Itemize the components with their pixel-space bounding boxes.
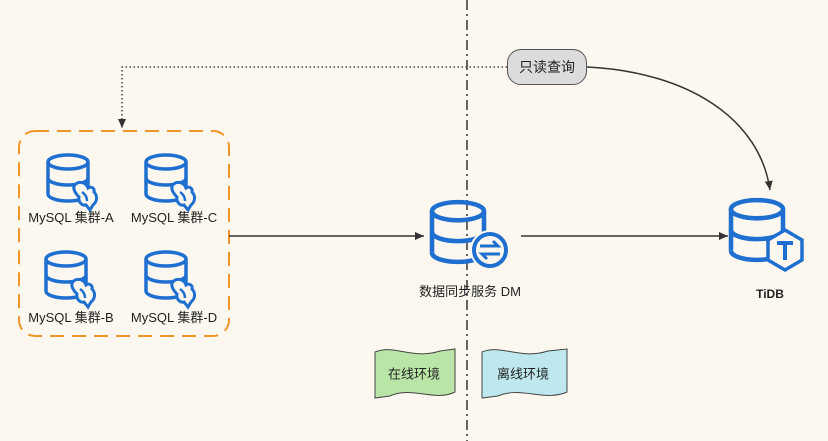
readonly-query-node: 只读查询 [507,49,587,85]
mysql-database-icon-a [48,155,97,210]
offline-env-flag [481,348,568,399]
query-dotted-arrow [118,66,507,128]
offline-env-label: 离线环境 [496,366,550,382]
dm-label: 数据同步服务 DM [419,284,521,299]
query-to-tidb-arrow [586,66,773,191]
dm-sync-icon [432,202,510,270]
cluster-label-b: MySQL 集群-B [28,310,114,325]
cluster-label-a: MySQL 集群-A [28,210,114,225]
tidb-label: TiDB [756,287,784,301]
mysql-database-icon-c [146,155,195,210]
mysql-database-icon-d [146,252,195,307]
online-env-flag [374,348,456,399]
tidb-database-icon [731,200,804,273]
cluster-label-c: MySQL 集群-C [130,210,218,225]
mysql-group-box [18,130,230,337]
online-env-label: 在线环境 [387,366,441,382]
cluster-label-d: MySQL 集群-D [130,310,218,325]
mysql-database-icon-b [46,252,95,307]
